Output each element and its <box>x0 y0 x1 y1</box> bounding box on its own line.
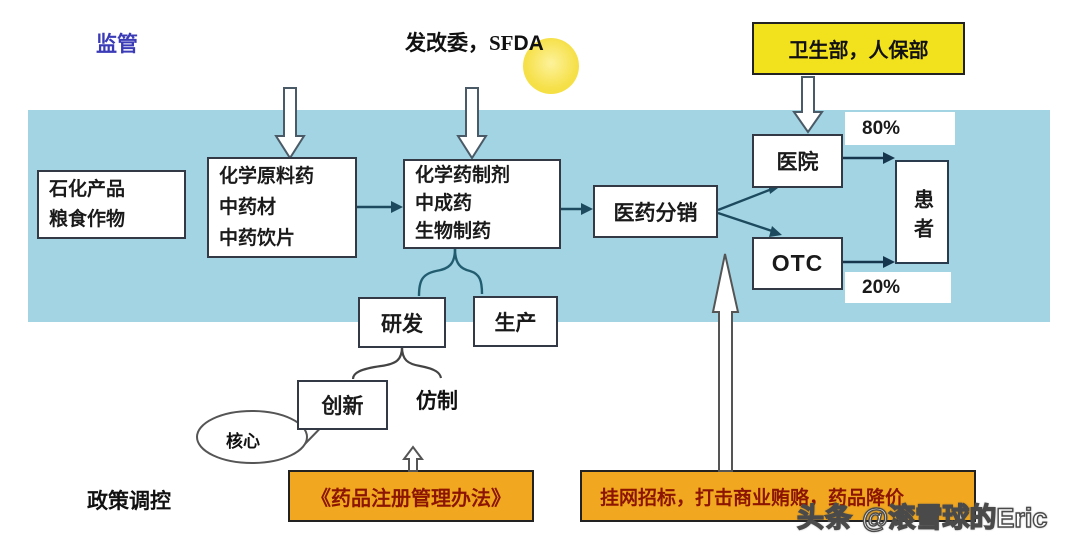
ndrc-label-prefix: 发改委，SF <box>405 31 514 55</box>
distribution-box: 医药分销 <box>593 185 718 238</box>
raw-materials-box: 化学原料药 中药材 中药饮片 <box>207 157 357 258</box>
preparations-line: 化学药制剂 <box>415 165 511 186</box>
production-box: 生产 <box>473 296 558 347</box>
preparations-box: 化学药制剂 中成药 生物制药 <box>403 159 561 249</box>
patient-box: 患者 <box>895 160 949 264</box>
supervision-label: 监管 <box>96 32 138 56</box>
preparations-line: 生物制药 <box>415 221 492 242</box>
raw-materials-line: 中药饮片 <box>219 228 296 249</box>
watermark-handle: @滚雪球的Eric <box>861 502 1048 533</box>
sfda-highlight-text: DA <box>513 32 544 55</box>
tendering-policy-box: 挂网招标，打击商业贿赂，药品降价 <box>580 470 976 522</box>
moh-box: 卫生部，人保部 <box>752 22 965 75</box>
watermark-brand: 头条 <box>796 502 853 533</box>
policy-control-label: 政策调控 <box>87 489 171 513</box>
otc-box: OTC <box>752 237 843 290</box>
research-box: 研发 <box>358 297 446 348</box>
highlight-circle-icon <box>523 38 579 94</box>
upstream-line: 石化产品 <box>49 178 126 200</box>
up-arrow-icon <box>402 445 424 472</box>
preparations-line: 中成药 <box>415 193 473 214</box>
ndrc-sfda-label: 发改委，SFDA <box>405 27 544 57</box>
hospital-box: 医院 <box>752 134 843 188</box>
brace-rd-split <box>400 346 443 379</box>
upstream-box: 石化产品 粮食作物 <box>37 170 186 239</box>
raw-materials-line: 中药材 <box>219 197 277 218</box>
otc-share-badge: 20% <box>845 272 951 303</box>
raw-materials-line: 化学原料药 <box>219 166 315 187</box>
core-bubble-label: 核心 <box>226 432 260 451</box>
innovation-box: 创新 <box>297 380 388 430</box>
hospital-share-badge: 80% <box>845 112 955 145</box>
upstream-line: 粮食作物 <box>49 208 126 230</box>
generic-label: 仿制 <box>416 389 458 413</box>
registration-policy-box: 《药品注册管理办法》 <box>288 470 534 522</box>
watermark: 头条 @滚雪球的Eric <box>796 496 1048 535</box>
brace-rd-split <box>351 346 404 380</box>
